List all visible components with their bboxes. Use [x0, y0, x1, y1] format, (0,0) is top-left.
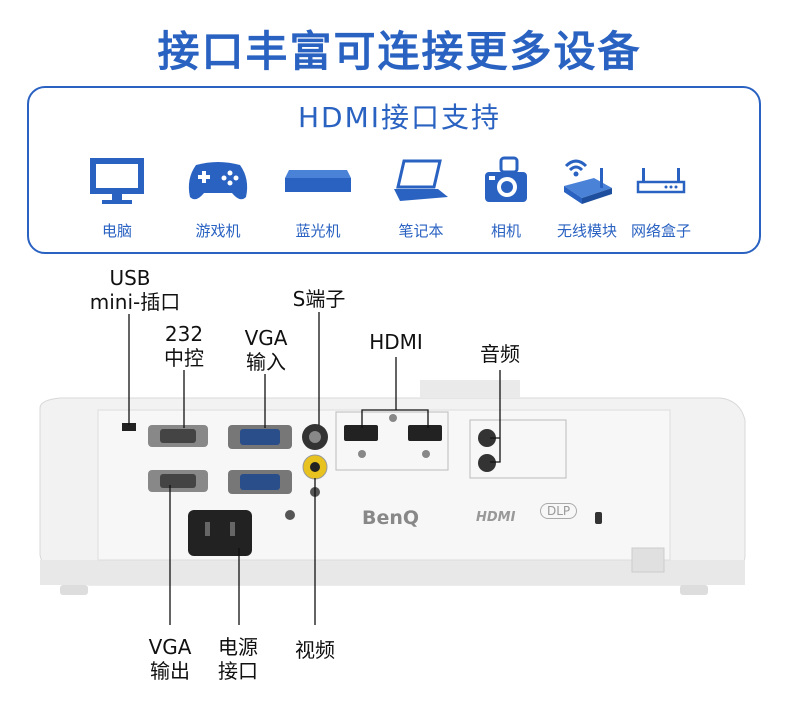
vga-out-callout-line1: VGA	[148, 635, 192, 659]
device-label: 网络盒子	[630, 222, 691, 240]
network-box-icon	[636, 168, 686, 194]
power-callout-line1: 电源	[218, 635, 258, 659]
device-label: 游戏机	[195, 222, 241, 240]
device-label: 笔记本	[398, 222, 444, 240]
rs232-callout-line2: 中控	[164, 346, 204, 370]
device-bluray: 蓝光机	[263, 150, 373, 241]
dlp-logo: DLP	[540, 503, 578, 519]
audio-callout: 音频	[480, 342, 520, 366]
device-laptop: 笔记本	[366, 150, 476, 241]
device-camera: 相机	[451, 150, 561, 241]
brand-logo: BenQ	[362, 507, 420, 529]
rs232-callout-line1: 232	[164, 322, 204, 346]
usb-callout-line2: mini-插口	[89, 290, 181, 314]
svideo-callout: S端子	[292, 287, 346, 311]
vga-out-callout-line2: 输出	[150, 659, 190, 683]
vga-in-callout-line2: 输入	[246, 350, 286, 374]
hdmi-support-panel	[27, 86, 761, 254]
device-label: 电脑	[101, 222, 132, 240]
device-label: 相机	[490, 222, 521, 240]
device-computer: 电脑	[62, 150, 172, 241]
bluray-player-icon	[285, 170, 351, 192]
projector-rear-panel	[39, 380, 746, 595]
device-network-box: 网络盒子	[606, 150, 716, 241]
hdmi-logo: HDMI	[476, 510, 516, 525]
hdmi-callout: HDMI	[369, 330, 423, 354]
power-callout: 电源 接口	[208, 635, 268, 683]
vga-in-callout-line1: VGA	[244, 326, 288, 350]
vga-in-callout: VGA 输入	[236, 326, 296, 374]
usb-callout-line1: USB	[109, 266, 151, 290]
rs232-callout: 232 中控	[150, 322, 218, 370]
page-title: 接口丰富可连接更多设备	[157, 27, 642, 76]
video-callout: 视频	[295, 638, 335, 662]
usb-callout-sub: mini-插口	[80, 290, 190, 314]
vga-out-callout: VGA 输出	[140, 635, 200, 683]
monitor-icon	[90, 158, 144, 204]
device-game-console: 游戏机	[163, 150, 273, 241]
device-label: 蓝光机	[295, 222, 341, 240]
power-callout-line2: 接口	[218, 659, 258, 683]
laptop-icon	[394, 159, 448, 201]
device-wireless-module: 无线模块	[532, 150, 642, 241]
usb-callout: USB	[100, 266, 160, 290]
device-label: 无线模块	[556, 222, 617, 240]
wireless-router-icon	[564, 159, 612, 204]
hdmi-support-heading: HDMI接口支持	[297, 101, 502, 134]
gamepad-icon	[188, 162, 248, 200]
camera-icon	[485, 156, 527, 202]
